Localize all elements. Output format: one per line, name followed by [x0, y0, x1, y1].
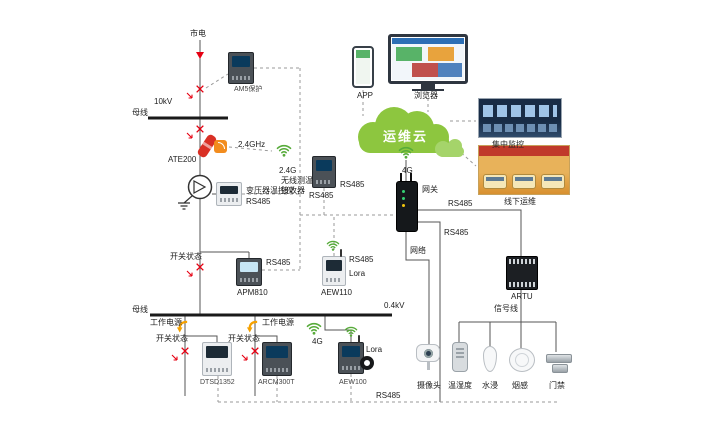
door-sensor-bar [552, 364, 568, 373]
wifi-icon [326, 240, 340, 252]
label-switch-status: 开关状态 [170, 252, 202, 261]
label-switch-status: 开关状态 [228, 334, 260, 343]
label-water-leak: 水浸 [482, 381, 498, 390]
label-door: 门禁 [549, 381, 565, 390]
label-working-power: 工作电源 [150, 318, 182, 327]
wireless-temp-receiver-device [312, 156, 336, 188]
label-aew100: AEW100 [339, 379, 367, 386]
app-phone-device [352, 46, 374, 88]
label-rs485: RS485 [349, 255, 374, 264]
label-wireless-temp-2: 接收器 [281, 186, 305, 195]
label-smoke: 烟感 [512, 381, 528, 390]
gateway-device [396, 181, 418, 232]
central-monitoring-photo [478, 98, 562, 138]
water-leak-sensor-icon [483, 346, 497, 372]
browser-monitor-device [388, 34, 468, 84]
arcm300t-device [262, 342, 292, 376]
protection-relay-device [228, 52, 254, 84]
busbar-lines [148, 116, 392, 317]
label-cloud: 运维云 [383, 129, 429, 144]
label-apm810: APM810 [237, 288, 268, 297]
aew100-device [338, 335, 364, 374]
label-arcm300t: ARCM300T [258, 379, 295, 386]
label-camera: 摄像头 [417, 381, 441, 390]
wifi-icon [306, 322, 322, 336]
label-switch-status: 开关状态 [156, 334, 188, 343]
label-4g: 4G [312, 337, 323, 346]
solid-wires [184, 40, 557, 402]
dashed-wires [205, 67, 560, 403]
label-artu: ARTU [511, 292, 533, 301]
ct-clamp-icon [360, 356, 374, 370]
label-aew110: AEW110 [321, 288, 352, 297]
van-icon [512, 174, 536, 189]
label-protection-device: AM5保护 [234, 86, 263, 93]
label-10kv: 10kV [154, 97, 173, 106]
label-lora: Lora [349, 269, 366, 278]
label-network: 网络 [410, 246, 426, 255]
door-sensor-icon [546, 352, 574, 374]
label-dtsd1352: DTSD1352 [200, 379, 235, 386]
transformer-icon [187, 174, 213, 200]
label-4g: 4G [402, 166, 413, 175]
label-rs485: RS485 [246, 197, 271, 206]
label-central-monitoring: 集中监控 [492, 140, 524, 149]
label-transformer-controller: 变压器温控仪 [246, 186, 294, 195]
label-rs485: RS485 [266, 258, 291, 267]
label-ate200: ATE200 [168, 155, 197, 164]
label-rs485: RS485 [309, 191, 334, 200]
artu-device [506, 256, 538, 290]
label-mains: 市电 [190, 29, 206, 38]
wifi-icon [276, 144, 292, 158]
label-offline-ops: 线下运维 [504, 197, 536, 206]
aew110-device [322, 249, 346, 286]
wifi-icon [344, 326, 358, 338]
van-icon [541, 174, 565, 189]
browser-screen [392, 38, 464, 80]
dtsd1352-meter-device [202, 342, 232, 376]
label-busbar-lv: 母线 [132, 305, 148, 314]
wireless-temp-sensor-icon [214, 140, 227, 153]
monitor-stand [421, 84, 435, 89]
label-signal-line: 信号线 [494, 304, 518, 313]
label-rs485: RS485 [340, 180, 365, 189]
label-browser: 浏览器 [414, 91, 438, 100]
fuse-icon [197, 134, 217, 158]
mains-arrow-icon [196, 52, 204, 59]
offline-ops-photo [478, 145, 570, 195]
label-lora: Lora [366, 345, 383, 354]
label-2-4ghz: 2.4GHz [238, 140, 266, 149]
camera-device-icon [416, 344, 440, 370]
label-busbar-hv: 母线 [132, 108, 148, 117]
label-wireless-temp-1: 无线测温 [281, 176, 313, 185]
label-04kv: 0.4kV [384, 301, 405, 310]
ground-icon [178, 195, 193, 210]
van-icon [483, 174, 507, 189]
cloud-icon [358, 107, 464, 157]
smoke-detector-icon [509, 348, 535, 372]
label-rs485: RS485 [376, 391, 401, 400]
transformer-controller-device [216, 182, 242, 206]
apm810-meter-device [236, 258, 262, 286]
power-arrow-icons [176, 320, 259, 333]
temp-humidity-sensor-icon [452, 342, 468, 372]
monitor-base [412, 89, 444, 91]
door-sensor-bar [546, 354, 572, 363]
label-working-power: 工作电源 [262, 318, 294, 327]
label-app: APP [357, 91, 374, 100]
label-rs485: RS485 [448, 199, 473, 208]
label-gateway: 网关 [422, 185, 438, 194]
label-2-4g: 2.4G [279, 166, 297, 175]
label-rs485: RS485 [444, 228, 469, 237]
label-temp-humidity: 温湿度 [448, 381, 472, 390]
